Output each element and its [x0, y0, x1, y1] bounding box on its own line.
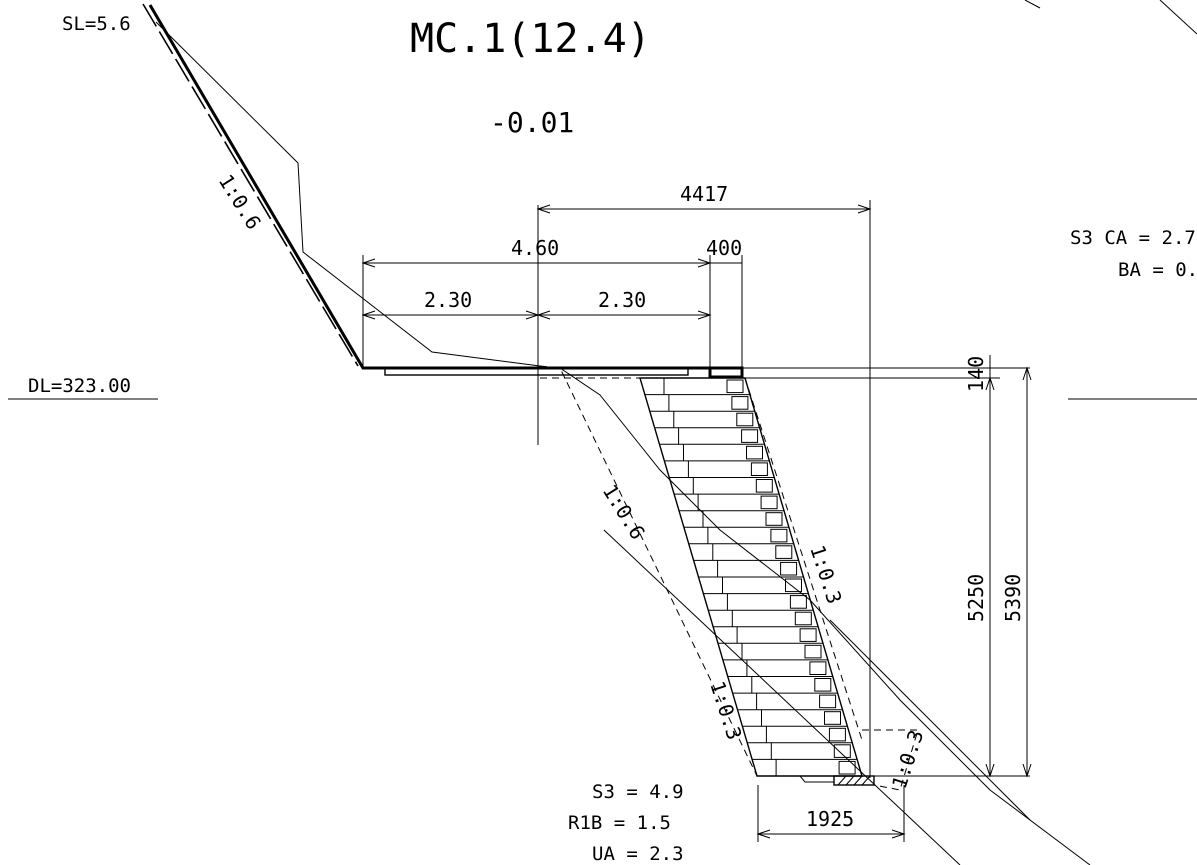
- dim-230-arrow-r: [697, 310, 712, 320]
- footing-hatch: [837, 775, 871, 786]
- wall-face-block: [731, 396, 749, 410]
- existing-ground-lower: [559, 367, 1091, 865]
- wall-face-block: [770, 528, 788, 543]
- pavement-layer: [384, 367, 689, 376]
- wall-face-block: [794, 611, 812, 626]
- wall-face-block: [838, 760, 856, 775]
- dl-label: DL=323.00: [28, 375, 131, 397]
- ground-line-far-right: [829, 619, 1031, 821]
- left-slope-dashed: [142, 3, 359, 367]
- dim-5250-arrow-b: [985, 763, 995, 778]
- wall-face-block: [789, 595, 807, 609]
- dim-1925-arrow-l: [756, 829, 771, 839]
- dim-5390-text: 5390: [1001, 574, 1025, 622]
- dim-140-text: 140: [964, 356, 988, 392]
- wall-face-block: [736, 412, 754, 427]
- cut-line-lower: [603, 529, 961, 865]
- dim-230-arrow-l: [361, 310, 376, 320]
- original-ground-line: [155, 21, 541, 367]
- wall-face-block: [799, 628, 817, 642]
- wall-face-block: [746, 445, 763, 460]
- wall-face-block: [726, 379, 744, 394]
- wall-face-block: [819, 694, 837, 709]
- wall-face-block: [760, 495, 778, 510]
- wall-face-block: [809, 661, 827, 676]
- dim-230-left-text: 2.30: [424, 288, 472, 312]
- ground-line-top-right-b: [1159, 0, 1197, 35]
- dim-460-text: 4.60: [511, 236, 559, 260]
- dim-1925-arrow-r: [891, 829, 906, 839]
- dim-5250-text: 5250: [964, 574, 988, 622]
- wall-face-block: [741, 429, 759, 443]
- dim-5390-arrow-t: [1022, 366, 1032, 381]
- wall-face-block: [833, 744, 851, 758]
- dim-4417-text: 4417: [680, 182, 728, 206]
- wall-face-block: [755, 479, 773, 493]
- wall-face-block: [780, 561, 798, 576]
- slope-footing-right: 1:0.3: [887, 727, 928, 792]
- wall-face-block: [828, 727, 846, 742]
- slope-wall-face: 1:0.3: [805, 542, 846, 607]
- slope-middle-cut: 1:0.6: [598, 480, 650, 544]
- drawing-title: MC.1(12.4): [410, 16, 651, 62]
- area-ba: BA = 0.1: [1118, 259, 1197, 281]
- wall-face-block: [775, 545, 793, 559]
- excavation-line-right: [744, 377, 863, 741]
- drawing-subtitle: -0.01: [490, 106, 574, 139]
- sl-label: SL=5.6: [62, 13, 131, 35]
- dim-1925-text: 1925: [806, 807, 854, 831]
- wall-face-block: [814, 678, 832, 692]
- area-ua: UA = 2.3: [592, 843, 684, 865]
- curb-block: [708, 366, 744, 379]
- wall-face-block: [750, 462, 768, 476]
- wall-face-block: [804, 644, 822, 659]
- dim-4417-arrow-r: [857, 204, 872, 214]
- area-s3: S3 = 4.9: [592, 781, 684, 803]
- dim-400-text: 400: [706, 236, 742, 260]
- dim-5390-arrow-b: [1022, 763, 1032, 778]
- dim-460-arrow-l: [361, 258, 376, 268]
- dim-4417-arrow-l: [536, 204, 551, 214]
- wall-layers: [640, 377, 862, 777]
- dim-230-right-text: 2.30: [598, 288, 646, 312]
- footing-base: [757, 775, 834, 783]
- wall-face-block: [824, 711, 841, 725]
- slope-wall-back: 1:0.3: [705, 678, 746, 743]
- wall-face-block: [785, 578, 802, 593]
- footing-block: [833, 775, 875, 786]
- dim-230-arrow-cr: [536, 310, 551, 320]
- slope-upper-left: 1:0.6: [214, 170, 266, 234]
- ground-line-top-right-a: [1024, 0, 1041, 9]
- area-r1b: R1B = 1.5: [568, 812, 671, 834]
- excavation-line-left: [539, 365, 758, 777]
- wall-face-block: [765, 512, 783, 526]
- excavation-line-bottom: [862, 729, 919, 791]
- area-ca: S3 CA = 2.7: [1070, 227, 1196, 249]
